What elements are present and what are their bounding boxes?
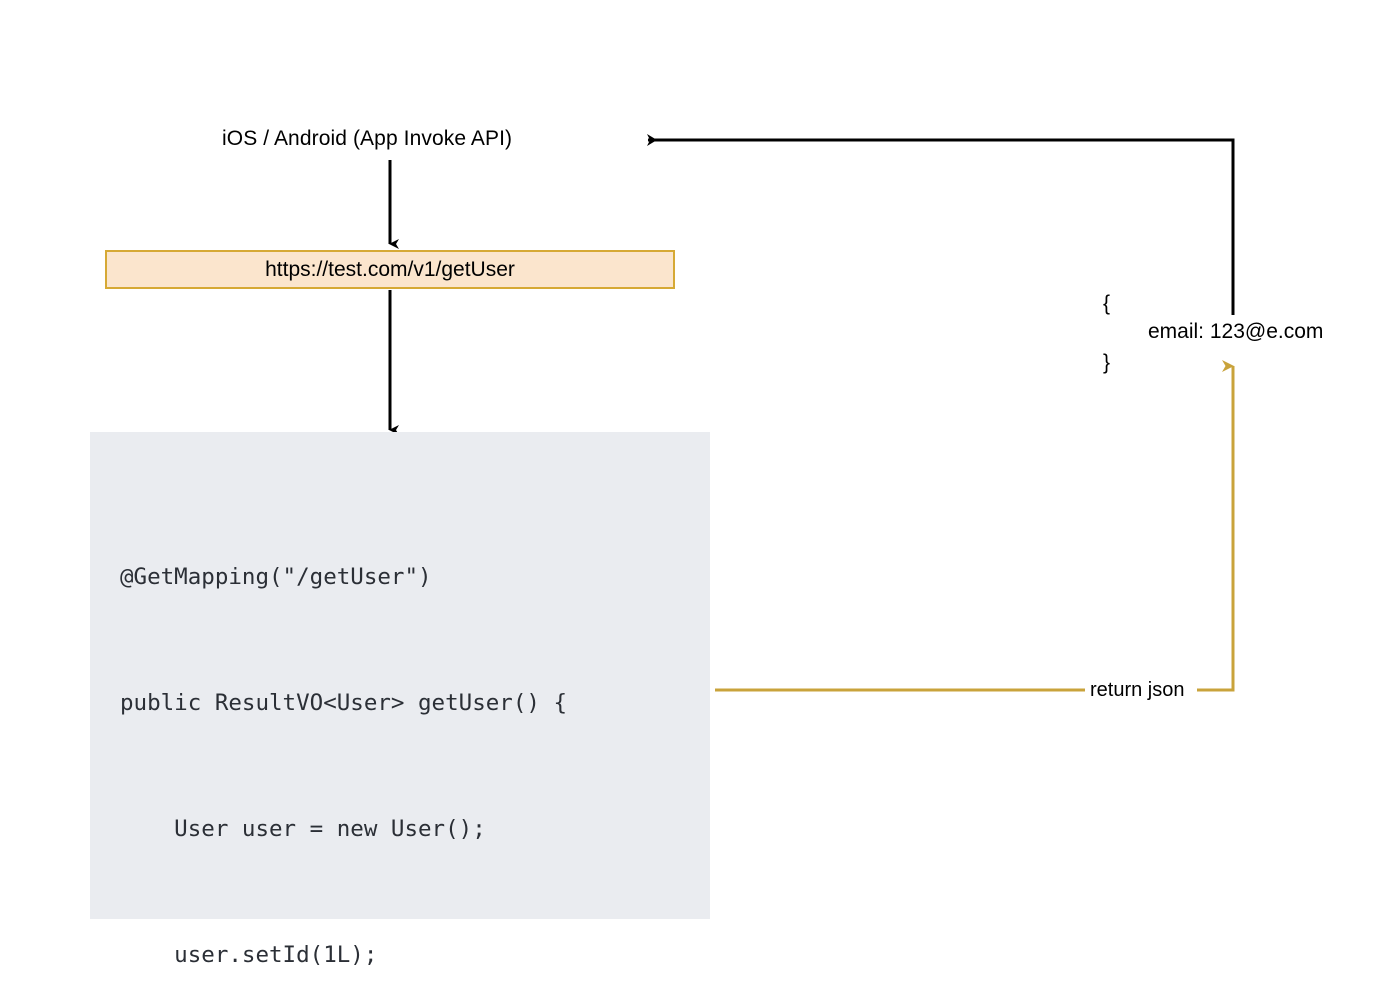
code-lines: @GetMapping("/getUser") public ResultVO<… <box>120 472 710 1000</box>
return-json-label: return json <box>1087 679 1188 702</box>
code-line: user.setId(1L); <box>120 942 378 968</box>
server-code-block: @GetMapping("/getUser") public ResultVO<… <box>90 432 710 968</box>
json-open-brace: { <box>1103 292 1111 315</box>
arrow-response-to-client <box>647 134 1235 315</box>
json-email-field: email: 123@e.com <box>1148 320 1324 343</box>
json-close-brace: } <box>1103 351 1111 374</box>
code-line: User user = new User(); <box>120 816 486 842</box>
endpoint-url-box[interactable]: https://test.com/v1/getUser <box>105 250 675 289</box>
client-platform-label: iOS / Android (App Invoke API) <box>222 127 513 150</box>
code-line: @GetMapping("/getUser") <box>120 564 432 590</box>
arrow-return-json-right-segment <box>1197 360 1235 692</box>
endpoint-url-label: https://test.com/v1/getUser <box>265 257 515 281</box>
code-line: public ResultVO<User> getUser() { <box>120 690 568 716</box>
